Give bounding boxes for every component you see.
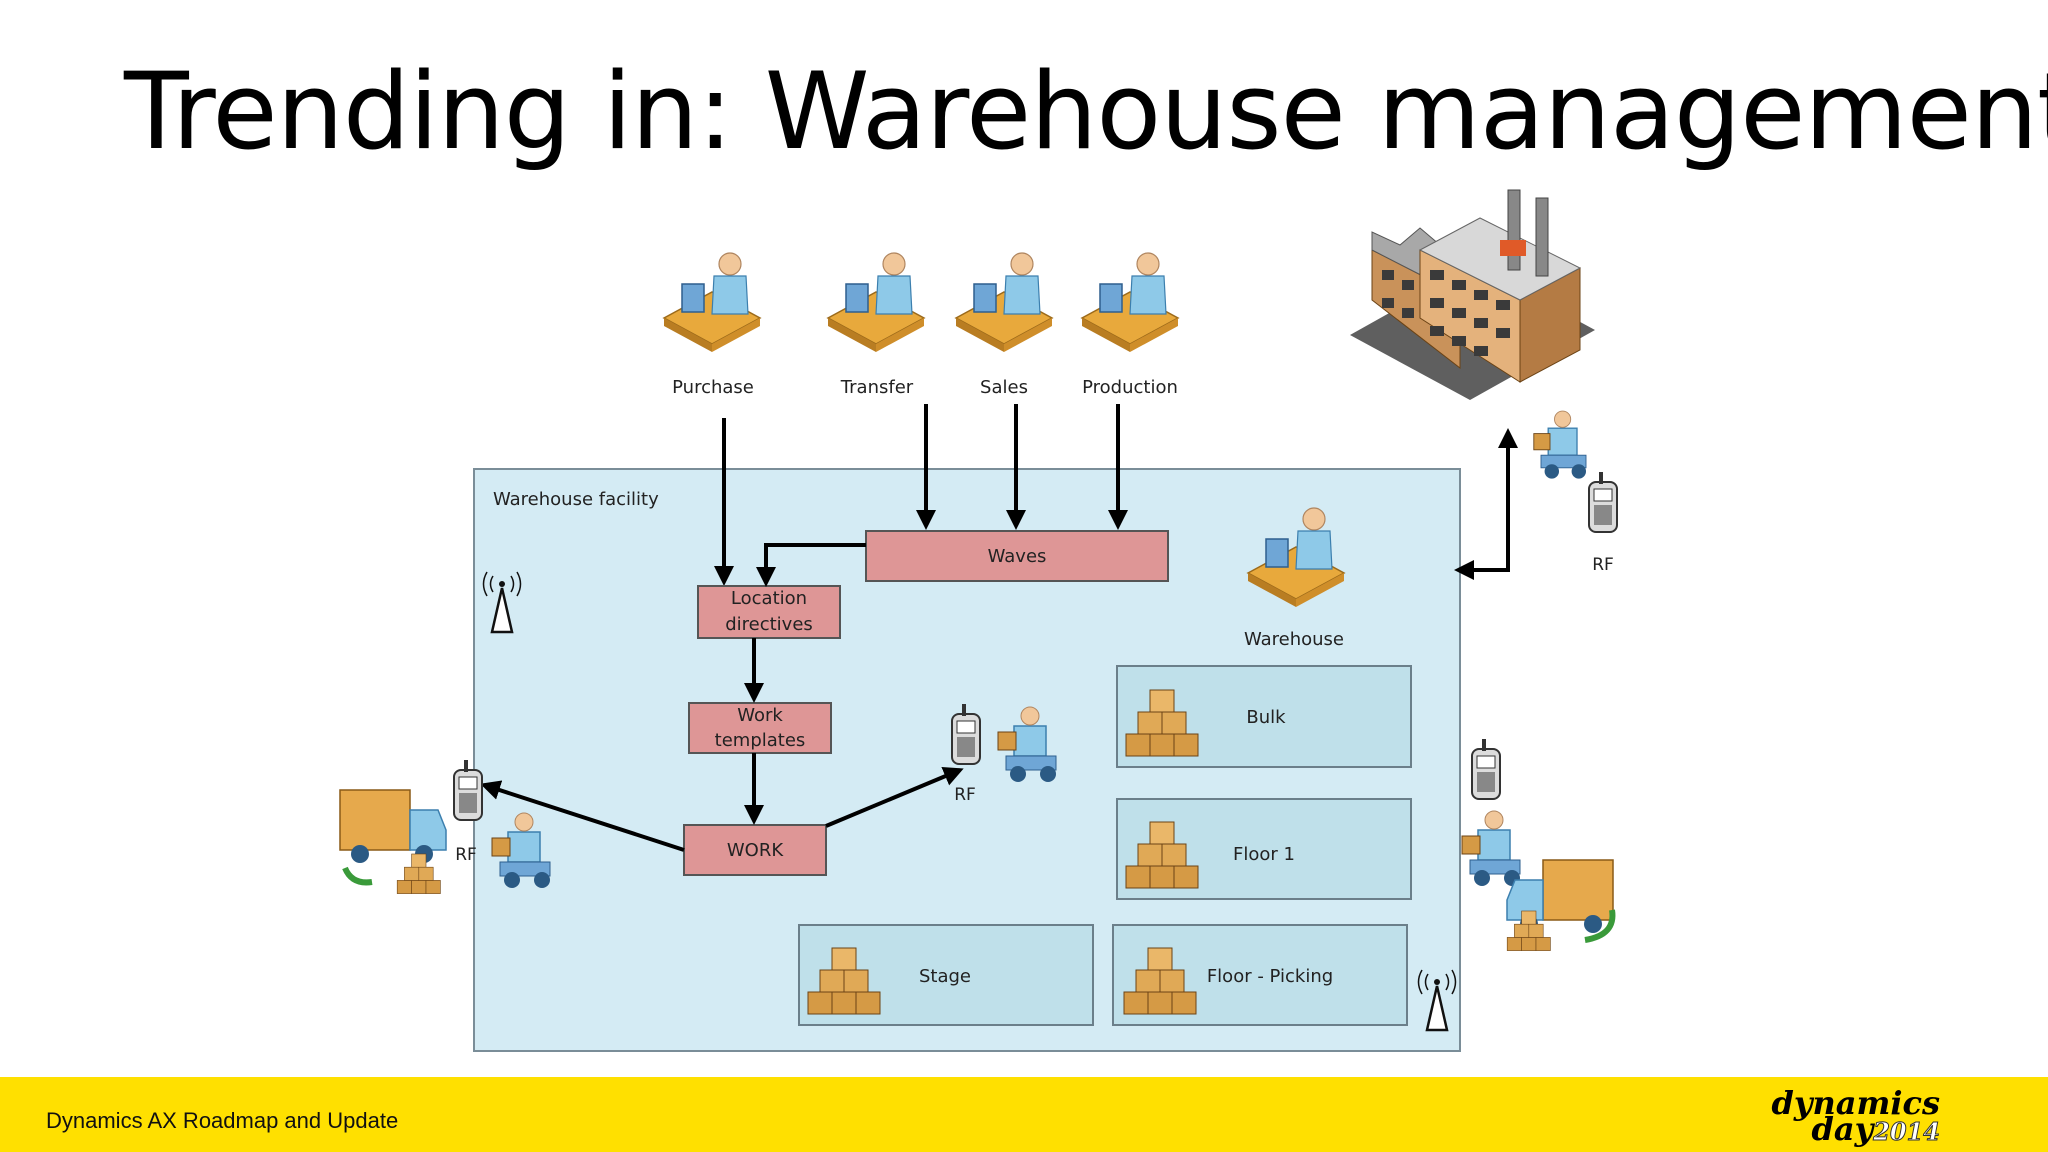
dynamics-day-logo: dynamics day2014: [1730, 1084, 1941, 1147]
floor1-label: Floor 1: [1233, 844, 1295, 865]
footer-text: Dynamics AX Roadmap and Update: [46, 1108, 399, 1133]
work-label: WORK: [727, 840, 784, 861]
footer-bar: [0, 1077, 2048, 1152]
role-production-label: Production: [1082, 377, 1178, 398]
production-role-icon: [1081, 252, 1179, 353]
arrow-factory-warehouse: [1454, 428, 1518, 580]
work-box: [683, 824, 827, 876]
logo-line1: dynamics: [1771, 1084, 1940, 1122]
transfer-role-icon: [827, 252, 925, 353]
logo-year: 2014: [1873, 1117, 1941, 1147]
work-templates-label-line1: Work: [737, 705, 783, 726]
slide-title: Trending in: Warehouse management: [124, 50, 2048, 173]
warehouse-label: Warehouse: [1244, 629, 1344, 650]
right-forklift-icon: [1461, 810, 1521, 887]
role-sales-label: Sales: [980, 377, 1028, 398]
bulk-label: Bulk: [1246, 707, 1286, 728]
location-directives-label-line1: Location: [731, 588, 807, 609]
logo-line2: day2014: [1812, 1113, 1941, 1147]
location-directives-box: [697, 585, 841, 639]
left-unload-arrow-icon: [342, 866, 373, 886]
role-purchase-label: Purchase: [672, 377, 754, 398]
sales-role-icon: [955, 252, 1053, 353]
right-unload-arrow-icon: [1584, 909, 1616, 943]
top-right-rf-label: RF: [1592, 555, 1614, 575]
stage-label: Stage: [919, 966, 971, 987]
role-transfer-label: Transfer: [840, 377, 914, 398]
facility-label: Warehouse facility: [493, 489, 659, 510]
right-rf-phone-icon: [1471, 738, 1501, 800]
factory-forklift-icon: [1533, 410, 1587, 480]
left-rf-label: RF: [455, 845, 477, 865]
center-rf-label: RF: [954, 785, 976, 805]
purchase-role-icon: [663, 252, 761, 353]
arrow-work-to-center-rf: [825, 766, 964, 828]
factory-building-icon: [1350, 189, 1595, 400]
top-right-rf-phone-icon: [1588, 471, 1618, 533]
floor-picking-label: Floor - Picking: [1207, 966, 1333, 987]
left-boxes-icon: [396, 853, 441, 894]
work-templates-box: [688, 702, 832, 754]
location-directives-label-line2: directives: [725, 614, 813, 635]
logo-day: day: [1811, 1110, 1874, 1148]
waves-label: Waves: [988, 546, 1047, 567]
waves-box: [865, 530, 1169, 582]
arrow-waves-to-location: [756, 543, 866, 587]
arrow-work-to-left-rf: [480, 780, 685, 852]
left-truck-icon: [339, 789, 447, 864]
work-templates-label-line2: templates: [715, 730, 806, 751]
